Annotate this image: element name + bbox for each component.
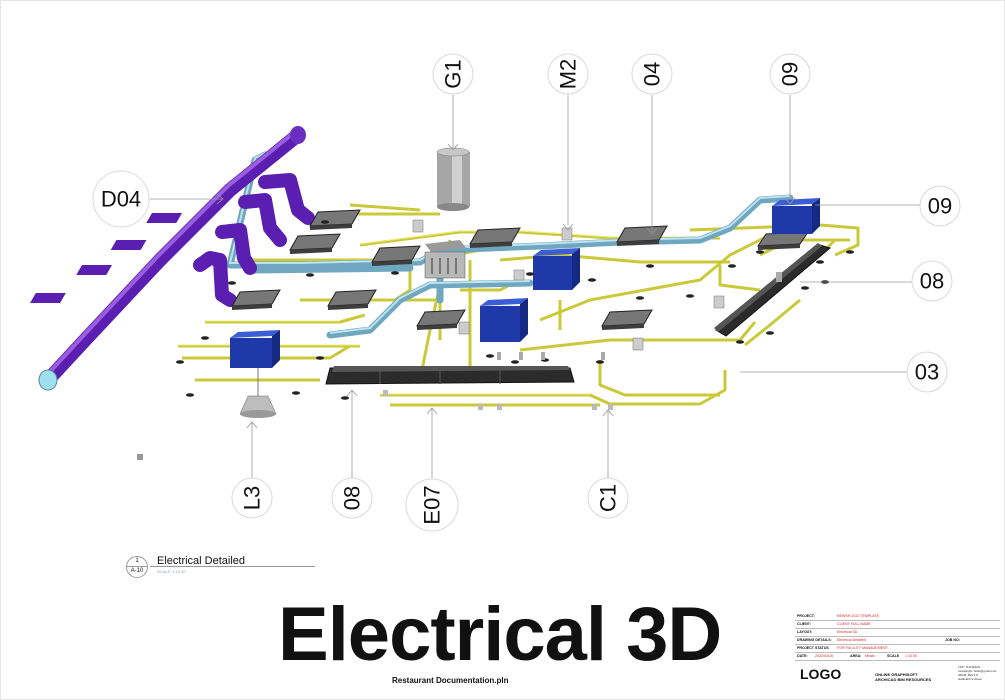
- address-line: Hatfield/Fre Road: [958, 677, 982, 681]
- tag-e07: E07: [405, 478, 459, 532]
- tb-row-status: PROJECT STATUS FOR FACILITY MANAGEMENT: [795, 644, 1000, 653]
- tb-value: Electrical 3D: [837, 630, 858, 634]
- address-line: 1207 THASMAN: [958, 665, 981, 669]
- view-scale: SCALE: 1:10.00: [157, 569, 186, 574]
- file-name: Restaurant Documentation.pln: [392, 676, 509, 685]
- tb-value: Electrical Detailed: [837, 638, 866, 642]
- tb-area-value: Meals: [865, 654, 875, 658]
- tb-label: PROJECT:: [797, 614, 815, 618]
- tag-d04-label: D04: [101, 187, 141, 212]
- tag-l3-label: L3: [240, 486, 265, 510]
- tag-08-bottom: 08: [331, 477, 373, 519]
- floor-fixtures: [176, 219, 854, 410]
- duct-network: [226, 151, 794, 339]
- tag-03-label: 03: [915, 360, 939, 385]
- light-panel: [371, 245, 421, 266]
- company-line: ARCHICAD BIM RESOURCES: [875, 677, 932, 682]
- track-lights: [325, 243, 832, 385]
- view-number-bubble: 1 A-10: [126, 556, 148, 578]
- tag-m2-label: M2: [556, 59, 581, 90]
- light-panel: [469, 227, 521, 248]
- view-sheet: A-10: [127, 566, 147, 576]
- tag-08-right-label: 08: [920, 269, 944, 294]
- address-line: newsleight: hello@gmail.com: [958, 669, 997, 673]
- logo: LOGO: [800, 666, 842, 682]
- tag-c1: C1: [587, 477, 629, 519]
- equipment-boxes: [230, 198, 820, 368]
- title-block: PROJECT: NEWSH 2022 TEMPLATE CLIENT: CLI…: [795, 612, 1000, 692]
- tb-row-date: DATE: 2022/03/16 AREA: Meals SCALE 1:10.…: [795, 652, 1000, 661]
- tb-value: FOR FACILITY MANAGEMENT: [837, 646, 888, 650]
- light-panel: [616, 225, 668, 246]
- light-panel: [416, 309, 466, 330]
- pendant-light: [239, 368, 277, 418]
- tag-g1-label: G1: [441, 59, 466, 88]
- tag-09-top-label: 09: [778, 62, 803, 86]
- tag-09-right: 09: [919, 185, 961, 227]
- address-line: 36045, Block 8: [958, 673, 978, 677]
- tb-row-client: CLIENT: CLIENT FULL NAME: [795, 620, 1000, 629]
- company-line: ONLINE GRAPHISOFT: [875, 672, 918, 677]
- company-address: 1207 THASMAN newsleight: hello@gmail.com…: [958, 665, 997, 681]
- leaders: [150, 95, 920, 478]
- tag-l3: L3: [231, 477, 273, 519]
- tb-scale-value: 1:10.00: [905, 654, 917, 658]
- tb-label: DATE:: [797, 654, 808, 658]
- tag-g1: G1: [432, 53, 474, 95]
- equipment-box: [230, 330, 280, 368]
- tb-label: LAYOUT:: [797, 630, 813, 634]
- tb-value: NEWSH 2022 TEMPLATE: [837, 614, 880, 618]
- tb-scale-label: SCALE: [887, 654, 900, 658]
- distribution-board: [424, 240, 466, 279]
- tag-m2: M2: [547, 53, 589, 95]
- sheet-title: Electrical 3D: [278, 592, 722, 677]
- light-panel: [327, 289, 377, 310]
- tag-08-bottom-label: 08: [340, 486, 365, 510]
- light-panel: [289, 233, 341, 254]
- tb-row-project: PROJECT: NEWSH 2022 TEMPLATE: [795, 612, 1000, 621]
- tb-area-label: AREA:: [850, 654, 862, 658]
- light-panel: [601, 309, 653, 330]
- tag-09-right-label: 09: [928, 194, 952, 219]
- tag-04-label: 04: [640, 62, 665, 86]
- tb-value: 2022/03/16: [815, 654, 833, 658]
- company-name: ONLINE GRAPHISOFT ARCHICAD BIM RESOURCES: [875, 672, 931, 682]
- view-title-line: [150, 566, 315, 567]
- gas-pipe: [30, 126, 315, 391]
- tag-03: 03: [906, 351, 948, 393]
- tb-value: CLIENT FULL NAME: [837, 622, 871, 626]
- tb-label: PROJECT STATUS: [797, 646, 829, 650]
- generator-tank: [436, 147, 470, 211]
- tb-label: DRAWING DETAILS:: [797, 638, 832, 642]
- light-panels: [231, 209, 809, 330]
- tb-job-no-label: JOB NO:: [945, 638, 960, 642]
- light-panel: [231, 289, 281, 310]
- tag-e07-label: E07: [420, 485, 445, 524]
- small-marker: [137, 454, 143, 460]
- light-panel: [309, 209, 361, 230]
- equipment-box: [533, 248, 580, 290]
- tag-d04: D04: [92, 170, 150, 228]
- tag-04: 04: [631, 53, 673, 95]
- equipment-box: [772, 198, 820, 234]
- tag-c1-label: C1: [596, 484, 621, 512]
- tb-label: CLIENT:: [797, 622, 811, 626]
- tag-09-top: 09: [769, 53, 811, 95]
- tb-row-drawing-details: DRAWING DETAILS: Electrical Detailed JOB…: [795, 636, 1000, 645]
- light-panel: [757, 231, 809, 250]
- tag-08-right: 08: [911, 260, 953, 302]
- equipment-box: [480, 298, 528, 342]
- view-number: 1: [135, 558, 139, 564]
- tb-row-layout: LAYOUT: Electrical 3D: [795, 628, 1000, 637]
- view-title: Electrical Detailed: [157, 555, 246, 567]
